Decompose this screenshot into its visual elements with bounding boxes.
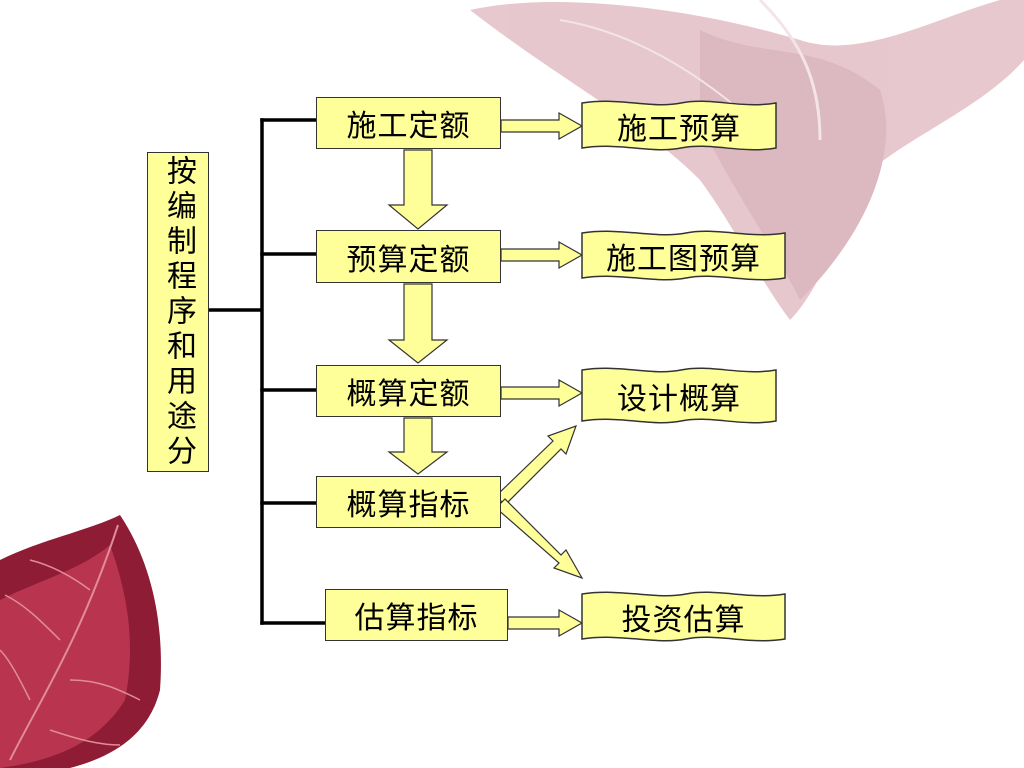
quota-box-budget: 预算定额 (316, 230, 501, 283)
quota-label: 施工定额 (346, 109, 471, 144)
right-arrow-1 (500, 111, 584, 141)
category-label: 按编制程序和用途分 (161, 154, 196, 470)
outcome-label: 投资估算 (621, 603, 746, 638)
outcome-box-design-estimate: 设计概算 (581, 365, 777, 427)
index-box-estimate: 概算指标 (316, 476, 501, 528)
right-arrow-2 (500, 240, 584, 270)
quota-label: 预算定额 (346, 242, 471, 278)
top-right-leaf-decoration (470, 0, 1024, 320)
down-arrow-3 (387, 417, 449, 475)
down-arrow-1 (387, 149, 449, 230)
category-box: 按编制程序和用途分 (147, 152, 209, 472)
banner-shape (581, 230, 786, 281)
outcome-box-construction-budget: 施工预算 (581, 98, 777, 154)
quota-label: 概算定额 (346, 377, 471, 412)
banner-shape (581, 100, 777, 151)
outcome-box-investment-estimate: 投资估算 (581, 589, 786, 645)
diagonal-arrow-up (495, 425, 577, 506)
right-arrow-5 (507, 608, 584, 638)
bottom-left-leaf-decoration (0, 515, 161, 768)
outcome-box-drawing-budget: 施工图预算 (581, 228, 786, 284)
outcome-label: 施工图预算 (606, 242, 761, 277)
index-box-estimation: 估算指标 (325, 589, 508, 641)
down-arrow-2 (387, 283, 449, 364)
outcome-label: 施工预算 (617, 112, 741, 147)
quota-label: 概算指标 (346, 488, 471, 523)
banner-shape (581, 591, 786, 642)
outcome-label: 设计概算 (617, 382, 741, 417)
diagonal-arrow-down (495, 498, 584, 580)
right-arrow-3 (500, 378, 584, 408)
quota-box-estimate: 概算定额 (316, 365, 501, 417)
quota-label: 估算指标 (354, 601, 479, 636)
quota-box-construction: 施工定额 (316, 97, 501, 149)
banner-shape (581, 367, 777, 424)
